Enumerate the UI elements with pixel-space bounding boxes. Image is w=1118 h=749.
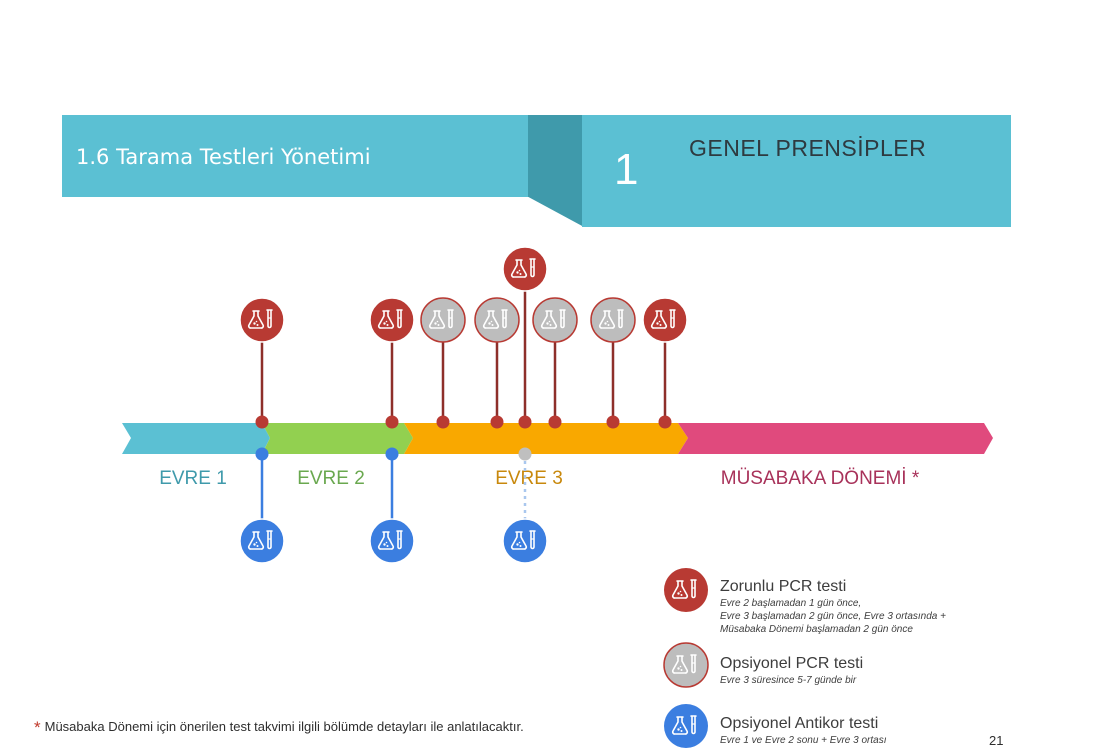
phase-label-musabaka-donemi: MÜSABAKA DÖNEMİ * (721, 468, 920, 489)
legend-mandatory-pcr-desc: Evre 2 başlamadan 1 gün önce, Evre 3 baş… (720, 598, 946, 635)
phase-arrow-evre-3 (404, 423, 688, 454)
legend-optional-pcr-title: Opsiyonel PCR testi (720, 655, 864, 672)
footnote: *Müsabaka Dönemi için önerilen test takv… (34, 718, 524, 738)
timeline-dot (385, 447, 399, 461)
optional-pcr-test-icon (532, 297, 578, 343)
phase-label-evre-2: EVRE 2 (297, 468, 365, 489)
section-title: 1.6 Tarama Testleri Yönetimi (76, 145, 371, 169)
chapter-banner (582, 115, 1011, 227)
timeline-dot (606, 415, 620, 429)
timeline-dot (658, 415, 672, 429)
mandatory-pcr-test-icon (642, 297, 688, 343)
timeline-dot (518, 415, 532, 429)
legend-optional-pcr-icon (663, 642, 709, 688)
legend-antibody-desc: Evre 1 ve Evre 2 sonu + Evre 3 ortası (720, 735, 887, 746)
phase-arrow-evre-1 (122, 423, 270, 454)
footnote-text: Müsabaka Dönemi için önerilen test takvi… (44, 719, 524, 734)
phase-label-evre-1: EVRE 1 (159, 468, 227, 489)
phase-arrow-evre-2 (262, 423, 413, 454)
antibody-test-icon (502, 518, 548, 564)
mandatory-pcr-test-icon (502, 246, 548, 292)
legend-optional-pcr-desc: Evre 3 süresince 5-7 günde bir (720, 675, 857, 686)
legend-mandatory-pcr-icon (664, 568, 708, 612)
section-banner (62, 115, 530, 197)
timeline-dot (548, 415, 562, 429)
timeline-dot (518, 447, 532, 461)
phase-label-evre-3: EVRE 3 (495, 468, 563, 489)
mandatory-pcr-test-icon (239, 297, 285, 343)
mandatory-pcr-test-icon (369, 297, 415, 343)
antibody-test-icon (239, 518, 285, 564)
phase-arrow-musabaka-donemi (678, 423, 993, 454)
timeline-dot (385, 415, 399, 429)
footnote-star: * (34, 718, 41, 737)
legend-antibody-title: Opsiyonel Antikor testi (720, 715, 879, 732)
optional-pcr-test-icon (590, 297, 636, 343)
timeline-dot (255, 415, 269, 429)
legend-mandatory-pcr-title: Zorunlu PCR testi (720, 578, 847, 595)
optional-pcr-test-icon (474, 297, 520, 343)
antibody-test-icon (369, 518, 415, 564)
optional-pcr-test-icon (420, 297, 466, 343)
timeline-dot (490, 415, 504, 429)
timeline-dot (436, 415, 450, 429)
chapter-title: GENEL PRENSİPLER (689, 135, 927, 161)
chapter-number: 1 (614, 145, 639, 194)
legend-antibody-icon (664, 704, 708, 748)
page-number: 21 (989, 733, 1004, 748)
timeline-dot (255, 447, 269, 461)
